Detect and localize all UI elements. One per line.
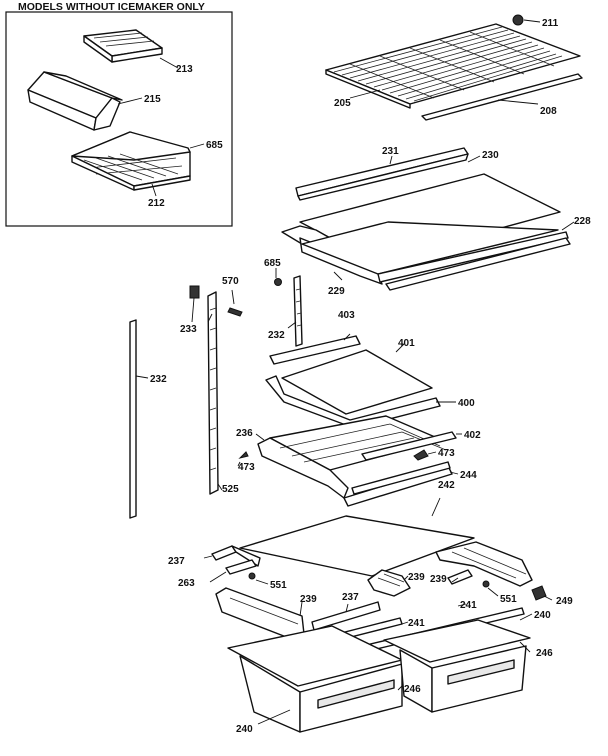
label-551b: 551	[500, 594, 517, 605]
part-screw-551a	[248, 572, 256, 580]
label-237b: 237	[342, 592, 359, 603]
label-239a: 239	[408, 572, 425, 583]
part-rail-232	[129, 319, 137, 519]
callout-labels: 211 205 208 213 215 685 212 231 230 228 …	[144, 18, 591, 735]
label-246b: 246	[404, 684, 421, 695]
part-bracket-239-right	[447, 569, 473, 585]
part-clip-249	[531, 585, 547, 601]
label-208: 208	[540, 106, 557, 117]
part-glass-401	[281, 349, 433, 415]
part-trim-237b	[311, 601, 381, 631]
part-trim-402	[361, 431, 457, 461]
part-slide-right	[435, 541, 533, 587]
part-shelf-frame	[281, 221, 569, 285]
inset-title: MODELS WITHOUT ICEMAKER ONLY	[18, 1, 205, 13]
label-239b: 239	[430, 574, 447, 585]
label-237a: 237	[168, 556, 185, 567]
label-400: 400	[458, 398, 475, 409]
part-shelf-rail	[385, 237, 571, 291]
label-213: 213	[176, 64, 193, 75]
part-bracket-233	[189, 285, 200, 299]
label-232a: 232	[268, 330, 285, 341]
part-pan-support-left	[215, 587, 305, 641]
part-ladder-left	[207, 291, 219, 495]
part-slide-263	[225, 559, 257, 575]
label-205: 205	[334, 98, 351, 109]
label-229: 229	[328, 286, 345, 297]
part-crisper-cover-242	[239, 515, 475, 577]
inset-border	[5, 11, 233, 227]
label-249: 249	[556, 596, 573, 607]
part-screw-685	[274, 278, 282, 286]
label-525: 525	[222, 484, 239, 495]
label-228: 228	[574, 216, 591, 227]
label-211: 211	[542, 18, 559, 29]
part-ladder-right	[293, 275, 303, 347]
label-473b: 473	[238, 462, 255, 473]
part-bracket-239-center	[367, 569, 411, 597]
label-232b: 232	[150, 374, 167, 385]
label-240a: 240	[534, 610, 551, 621]
label-239c: 239	[300, 594, 317, 605]
part-ice-bucket	[27, 71, 123, 131]
label-403: 403	[338, 310, 355, 321]
label-233: 233	[180, 324, 197, 335]
label-240b: 240	[236, 724, 253, 735]
label-231: 231	[382, 146, 399, 157]
label-685a: 685	[206, 140, 223, 151]
label-473a: 473	[438, 448, 455, 459]
part-shelf-clip	[512, 14, 541, 26]
inset-models-without-icemaker: MODELS WITHOUT ICEMAKER ONLY	[5, 1, 233, 227]
label-241b: 241	[408, 618, 425, 629]
part-ice-tray	[83, 29, 163, 63]
part-screw-570	[227, 307, 243, 317]
label-685b: 685	[264, 258, 281, 269]
part-pan-left	[227, 625, 403, 733]
part-screw-551b	[482, 580, 490, 588]
label-212: 212	[148, 198, 165, 209]
label-230: 230	[482, 150, 499, 161]
part-frame-400	[265, 375, 441, 429]
part-shelf-trim-front	[295, 147, 469, 201]
label-263: 263	[178, 578, 195, 589]
part-pan-right	[383, 619, 531, 713]
label-215: 215	[144, 94, 161, 105]
part-screw-473	[238, 451, 249, 459]
label-236: 236	[236, 428, 253, 439]
part-shelf-trim	[421, 73, 583, 121]
part-ice-rack	[71, 131, 191, 191]
label-402: 402	[464, 430, 481, 441]
label-242: 242	[438, 480, 455, 491]
part-wire-shelf	[325, 23, 581, 109]
label-551a: 551	[270, 580, 287, 591]
part-front-trim-403	[269, 335, 361, 365]
label-246a: 246	[536, 648, 553, 659]
label-570: 570	[222, 276, 239, 287]
part-screw-473b	[413, 449, 429, 461]
label-401: 401	[398, 338, 415, 349]
part-slide-244	[351, 461, 451, 495]
label-241a: 241	[460, 600, 477, 611]
label-244: 244	[460, 470, 477, 481]
